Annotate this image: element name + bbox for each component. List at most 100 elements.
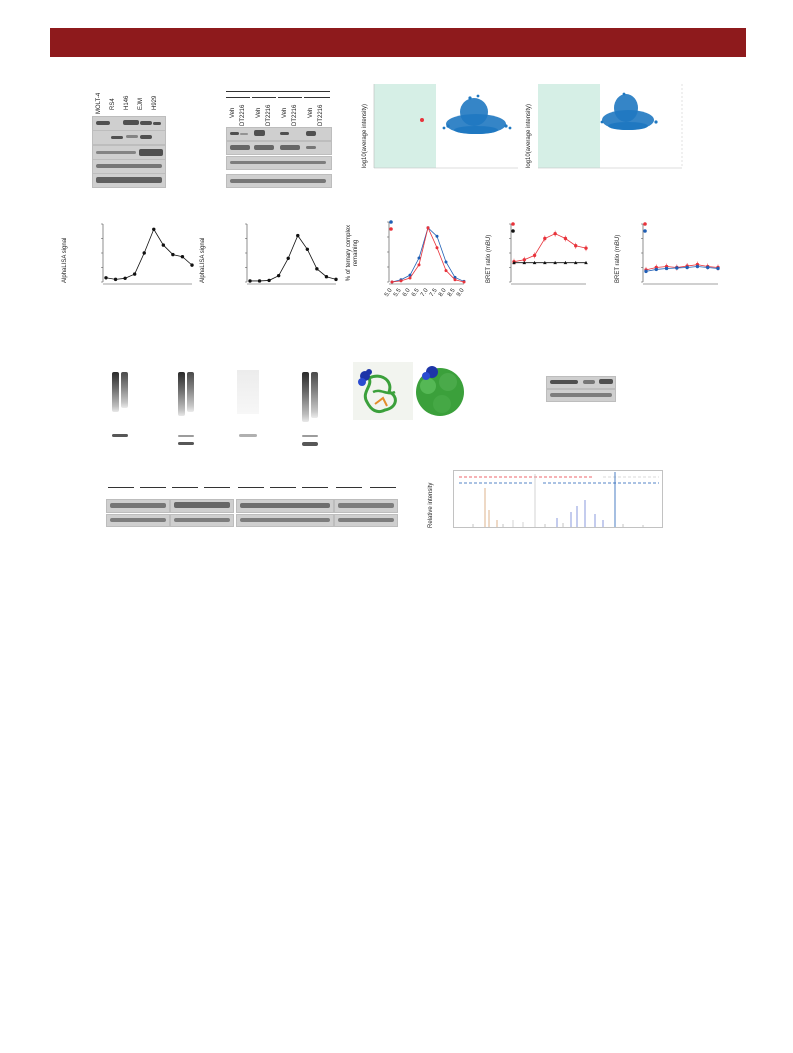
data-point	[512, 260, 516, 265]
data-point	[453, 278, 457, 282]
data-point	[408, 273, 412, 277]
legend-marker	[389, 227, 393, 231]
chart-alphalisa-1	[101, 223, 194, 285]
x-tick-label: 5.0	[384, 287, 394, 298]
lane-label: H929	[152, 95, 158, 110]
x-tick-label: 7.5	[429, 287, 439, 298]
lane-label: DT2216	[292, 104, 298, 126]
lane-label: RS4	[110, 98, 116, 110]
scatter-highlight-point	[420, 118, 424, 122]
data-point	[435, 246, 439, 250]
legend-marker	[511, 222, 515, 226]
series-line	[391, 226, 465, 283]
data-point	[390, 280, 394, 284]
data-point	[315, 267, 319, 271]
data-point	[248, 279, 252, 283]
blot-strip	[92, 159, 166, 174]
data-point	[444, 260, 448, 264]
lane-label: DT2216	[240, 104, 246, 126]
mass-spectrum	[453, 470, 663, 528]
scatter-ylabel: log10(average intensity)	[362, 103, 368, 168]
lane-label: Veh	[308, 107, 314, 118]
scatter-ylabel: log10(average intensity)	[526, 103, 532, 168]
data-point	[453, 275, 457, 279]
scatter-point-cloud	[600, 92, 658, 130]
protein-structure-ribbon	[353, 362, 413, 420]
blot-strip	[546, 389, 616, 402]
data-point	[444, 269, 448, 273]
x-tick-label: 6.0	[402, 287, 412, 298]
series-line	[645, 264, 719, 271]
ternary-ylabel: % of ternary complex remaining	[346, 224, 359, 282]
bret-ylabel: BRET ratio (mBU)	[486, 234, 492, 283]
legend-marker	[389, 220, 393, 224]
series-line	[513, 233, 587, 263]
data-point	[584, 260, 588, 265]
blot-strip	[92, 173, 166, 188]
legend-marker	[643, 229, 647, 233]
data-point	[123, 276, 127, 281]
data-point	[522, 260, 527, 265]
data-point	[654, 267, 658, 272]
data-point	[296, 233, 300, 238]
data-point	[408, 276, 412, 280]
data-point	[706, 265, 710, 270]
blot-strip	[92, 130, 166, 145]
data-point	[180, 254, 185, 259]
data-point	[104, 276, 108, 280]
blot-strip	[226, 156, 332, 170]
legend-marker	[511, 229, 515, 233]
data-point	[257, 279, 262, 283]
data-point	[286, 256, 290, 260]
data-point	[685, 265, 689, 270]
data-point	[675, 266, 679, 270]
data-point	[563, 260, 568, 265]
blot-strip	[226, 127, 332, 141]
x-tick-label: 8.0	[438, 287, 448, 298]
chart-bret-2	[641, 222, 720, 285]
data-point	[324, 275, 329, 279]
x-tick-label: 5.5	[393, 287, 403, 298]
blot-strip	[546, 376, 616, 389]
series-line	[645, 266, 719, 272]
x-tick-label: 8.5	[447, 287, 457, 298]
x-tick-label: 6.5	[411, 287, 421, 298]
data-point	[695, 264, 700, 269]
blot-strip	[92, 116, 166, 131]
data-point	[573, 260, 578, 265]
data-point	[267, 278, 271, 283]
scatter-point-cloud	[442, 94, 512, 134]
data-point	[462, 280, 466, 284]
scatter-plot-1	[373, 84, 518, 169]
data-point	[553, 260, 557, 265]
data-point	[171, 252, 175, 257]
data-point	[276, 273, 281, 278]
chart-bret-1	[509, 222, 588, 285]
data-point	[532, 260, 537, 265]
lane-label: Veh	[230, 107, 236, 118]
data-point	[716, 266, 720, 271]
blot-strip	[92, 145, 166, 160]
header-banner	[50, 28, 746, 57]
x-tick-label: 9.0	[456, 287, 466, 298]
lane-label: Veh	[282, 107, 288, 118]
lane-label: MOLT-4	[96, 92, 102, 114]
chart-alphalisa-2	[245, 223, 338, 285]
data-point	[399, 279, 403, 283]
data-point	[190, 263, 194, 267]
alphalisa-ylabel: AlphaLISA signal	[62, 237, 68, 283]
scatter-plot-2	[538, 84, 683, 169]
lane-label: DT2216	[318, 104, 324, 126]
data-point	[426, 226, 430, 230]
series-line	[250, 234, 337, 282]
data-point	[543, 260, 547, 265]
data-point	[334, 277, 338, 282]
blot-strip	[226, 141, 332, 155]
data-point	[152, 227, 156, 231]
lane-label: DT2216	[266, 104, 272, 126]
protein-structure-surface	[416, 366, 464, 416]
data-point	[644, 269, 648, 274]
data-point	[113, 277, 118, 282]
bret-ylabel: BRET ratio (mBU)	[615, 234, 621, 283]
